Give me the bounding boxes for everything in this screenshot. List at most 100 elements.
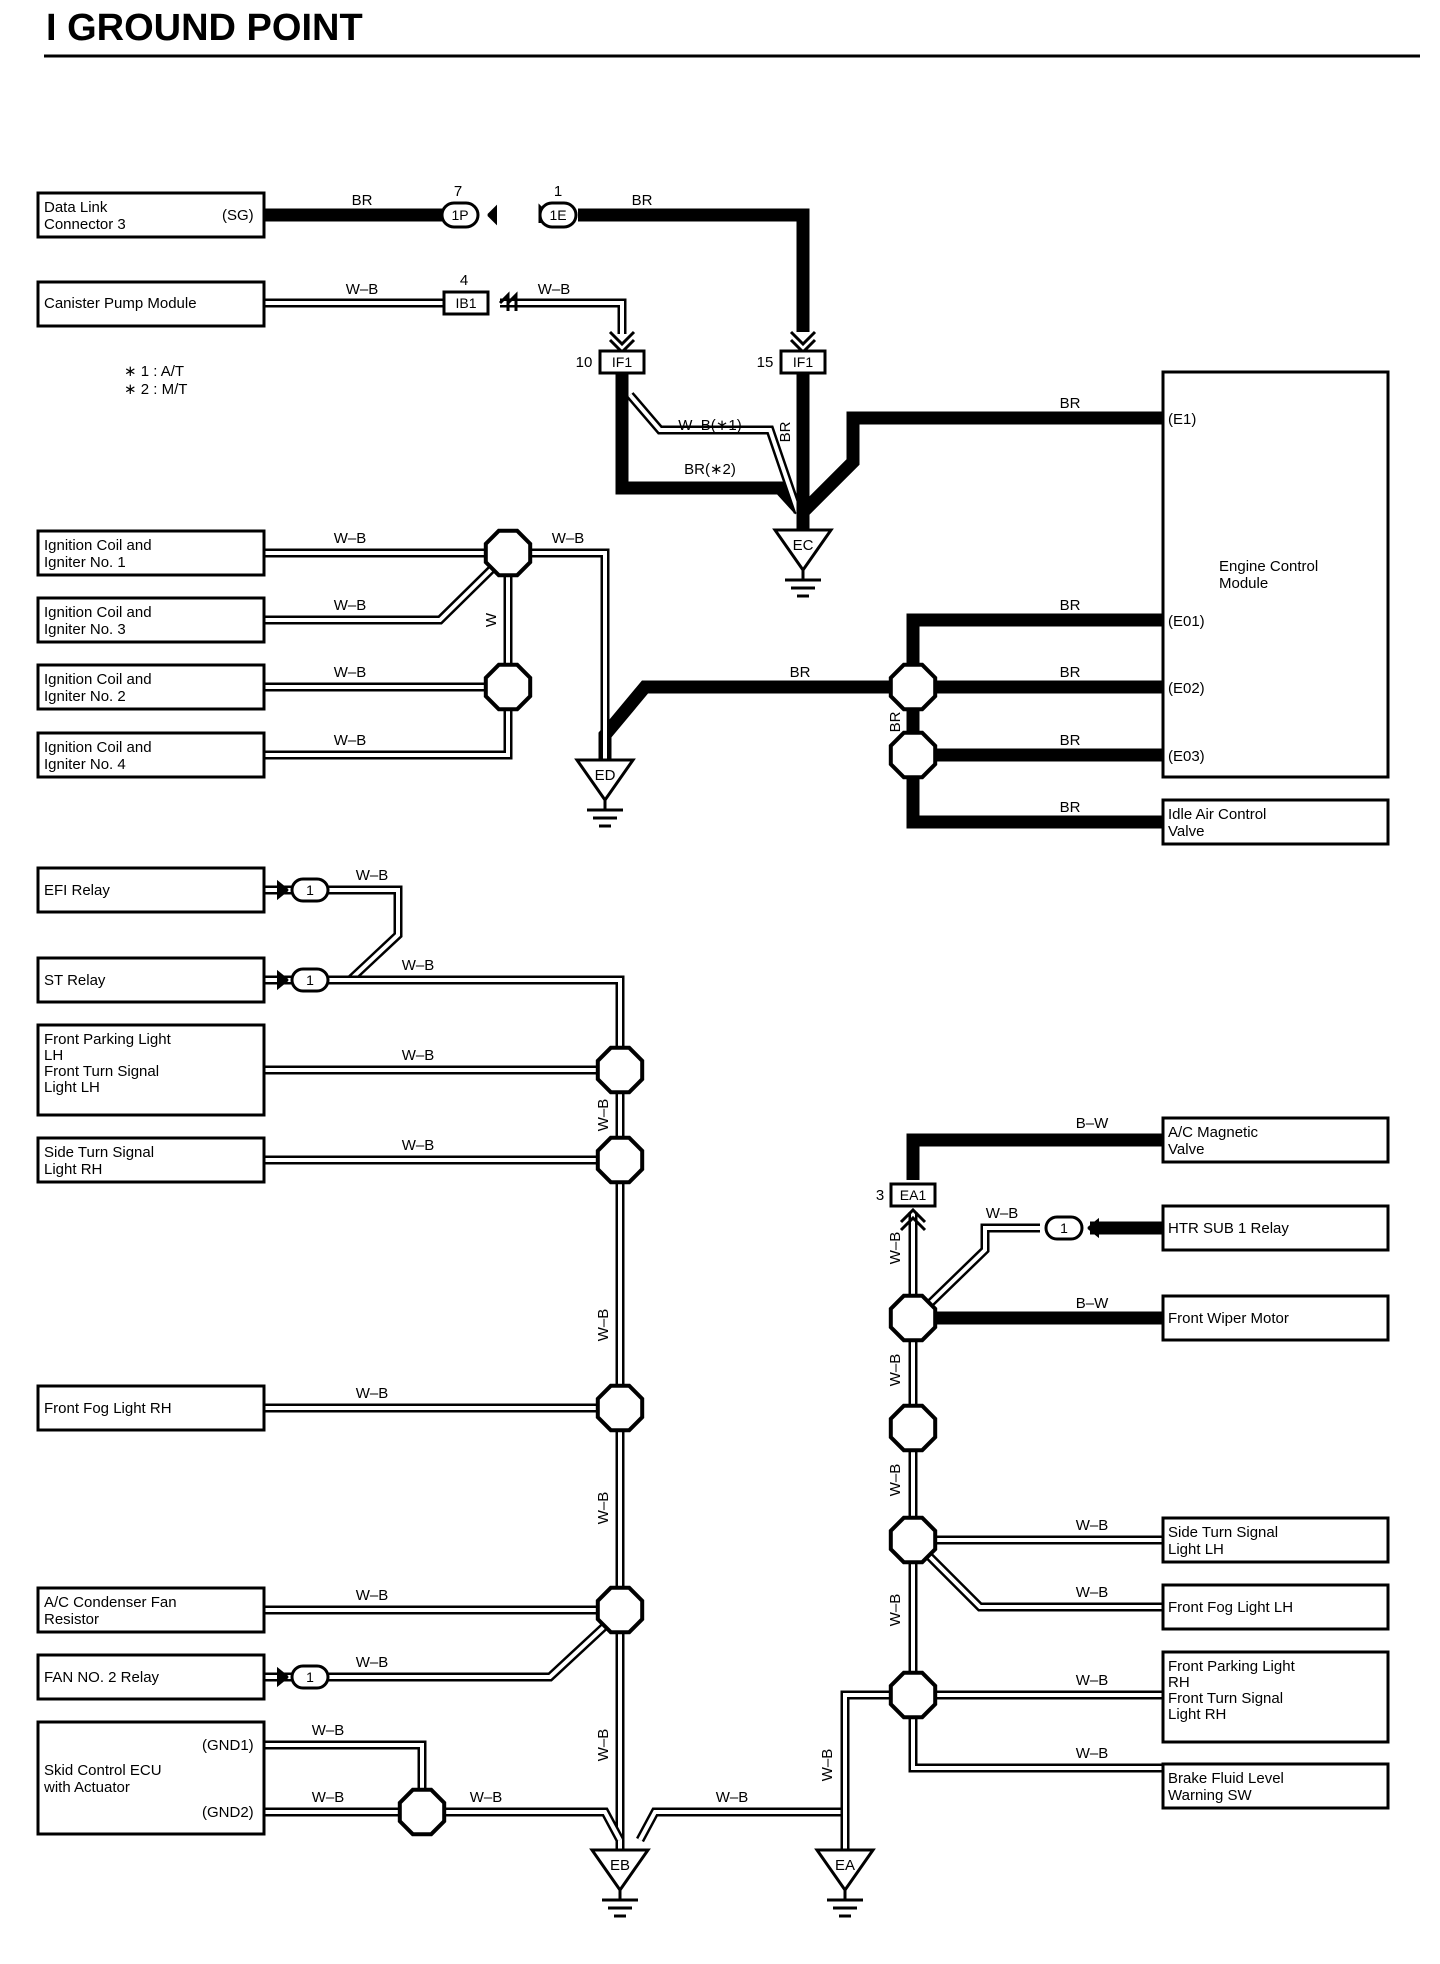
svg-text:HTR SUB 1 Relay: HTR SUB 1 Relay (1168, 1220, 1289, 1237)
svg-text:Igniter No. 3: Igniter No. 3 (44, 621, 126, 638)
arrow-ea1-2 (899, 1215, 927, 1232)
wire-label: BR (1060, 799, 1081, 816)
splice-point (483, 662, 533, 712)
arrow-ea1-1 (899, 1207, 927, 1224)
svg-text:(SG): (SG) (222, 207, 254, 224)
page-title: I GROUND POINT (46, 7, 363, 49)
wire-label: W–B (356, 1385, 389, 1402)
arrow-htr (1087, 1217, 1099, 1239)
svg-text:Front Turn Signal: Front Turn Signal (44, 1063, 159, 1080)
svg-text:3: 3 (876, 1187, 884, 1204)
svg-text:(E1): (E1) (1168, 411, 1196, 428)
connector-st-1: 1 (290, 967, 330, 993)
svg-text:Igniter No. 4: Igniter No. 4 (44, 756, 126, 773)
component-side-turn-signal-light-lh: Side Turn Signal Light LH (1161, 1516, 1390, 1564)
svg-text:EA1: EA1 (900, 1187, 927, 1203)
wire-label: BR (632, 192, 653, 209)
connector-if1-10: IF1 10 (576, 349, 646, 375)
connector-ea1: EA1 3 (876, 1182, 937, 1208)
wire-st-trunk (264, 975, 625, 1850)
svg-text:(GND2): (GND2) (202, 1804, 254, 1821)
svg-text:FAN NO. 2 Relay: FAN NO. 2 Relay (44, 1669, 160, 1686)
svg-text:1: 1 (306, 972, 314, 988)
wire-label: BR (1060, 664, 1081, 681)
splice-point (595, 1383, 645, 1433)
svg-text:Front Turn Signal: Front Turn Signal (1168, 1690, 1283, 1707)
wire-eb-ea (636, 1807, 850, 1850)
wire-ea1-trunk (908, 1212, 1163, 1773)
wire-label: BR(∗2) (684, 461, 736, 478)
wire-label: W–B (312, 1722, 345, 1739)
svg-text:1: 1 (306, 1669, 314, 1685)
connector-1e: 1E 1 (538, 183, 578, 229)
wire-label: W–B (986, 1205, 1019, 1222)
svg-text:Ignition Coil and: Ignition Coil and (44, 671, 152, 688)
wire-label: W–B (1076, 1745, 1109, 1762)
splice-point (888, 1515, 938, 1565)
component-front-parking-light-rh: Front Parking Light RH Front Turn Signal… (1161, 1650, 1390, 1744)
svg-text:1: 1 (1060, 1220, 1068, 1236)
arrow-if1a-1 (608, 330, 636, 347)
connector-fan2-1: 1 (290, 1664, 330, 1690)
wire-label: W–B (1076, 1584, 1109, 1601)
wire-ffl-lh (909, 1536, 1163, 1612)
svg-text:RH: RH (1168, 1674, 1190, 1691)
wire-label: W–B (334, 732, 367, 749)
arrow-1p (487, 204, 497, 226)
svg-text:with Actuator: with Actuator (43, 1779, 130, 1796)
component-fan-no2-relay: FAN NO. 2 Relay (36, 1653, 266, 1701)
wire-label: BR (1060, 395, 1081, 412)
wire-label: B–W (1076, 1295, 1109, 1312)
splice-point (888, 1293, 938, 1343)
wire-label: BR (352, 192, 373, 209)
component-ignition-coil-2: Ignition Coil and Igniter No. 2 (36, 663, 266, 711)
wire-label: W–B (334, 530, 367, 547)
wire-ib1-if1-wb (500, 298, 627, 334)
svg-text:A/C Magnetic: A/C Magnetic (1168, 1124, 1259, 1141)
wire-label: W–B (538, 281, 571, 298)
wire-label: W–B (402, 1137, 435, 1154)
splice-point (888, 1670, 938, 1720)
wire-1e-if1-br (578, 208, 810, 332)
splice-point (595, 1585, 645, 1635)
wire-label: W–B(∗1) (678, 417, 741, 434)
component-ignition-coil-3: Ignition Coil and Igniter No. 3 (36, 596, 266, 644)
component-dlc3: Data Link Connector 3 (SG) (36, 191, 266, 239)
svg-text:Skid Control ECU: Skid Control ECU (44, 1762, 162, 1779)
svg-text:(E02): (E02) (1168, 680, 1205, 697)
wire-label: W–B (887, 1594, 904, 1627)
svg-text:Resistor: Resistor (44, 1611, 99, 1628)
svg-text:(GND1): (GND1) (202, 1737, 254, 1754)
wire-label: W–B (595, 1099, 612, 1132)
wire-label: W–B (887, 1354, 904, 1387)
wire-label: W–B (312, 1789, 345, 1806)
connector-efi-1: 1 (290, 877, 330, 903)
wire-label: W–B (716, 1789, 749, 1806)
svg-text:Ignition Coil and: Ignition Coil and (44, 739, 152, 756)
svg-text:Side Turn Signal: Side Turn Signal (1168, 1524, 1278, 1541)
svg-text:Side Turn Signal: Side Turn Signal (44, 1144, 154, 1161)
wire-e01 (906, 613, 1163, 687)
svg-text:Front Fog Light RH: Front Fog Light RH (44, 1400, 172, 1417)
arrow-st (277, 969, 289, 991)
svg-text:Front Wiper Motor: Front Wiper Motor (1168, 1310, 1289, 1327)
wire-e02 (906, 680, 1163, 755)
note-at: ∗ 1 : A/T (124, 363, 184, 380)
wire-iac-br (906, 755, 1163, 829)
svg-text:Warning SW: Warning SW (1168, 1787, 1252, 1804)
component-ac-condenser-fan-resistor: A/C Condenser Fan Resistor (36, 1586, 266, 1634)
splice-point (397, 1787, 447, 1837)
svg-text:Igniter No. 2: Igniter No. 2 (44, 688, 126, 705)
component-side-turn-signal-light-rh: Side Turn Signal Light RH (36, 1136, 266, 1184)
component-htr-sub1-relay: HTR SUB 1 Relay (1161, 1204, 1390, 1252)
arrow-fan2 (277, 1666, 289, 1688)
wire-label: W–B (402, 957, 435, 974)
wire-label: W–B (552, 530, 585, 547)
component-brake-fluid-level-warning-sw: Brake Fluid Level Warning SW (1161, 1762, 1390, 1810)
component-ignition-coil-1: Ignition Coil and Igniter No. 1 (36, 529, 266, 577)
svg-text:1: 1 (306, 882, 314, 898)
wire-label: W–B (1076, 1517, 1109, 1534)
wire-label: W–B (1076, 1672, 1109, 1689)
component-ignition-coil-4: Ignition Coil and Igniter No. 4 (36, 731, 266, 779)
svg-text:Light LH: Light LH (44, 1079, 100, 1096)
